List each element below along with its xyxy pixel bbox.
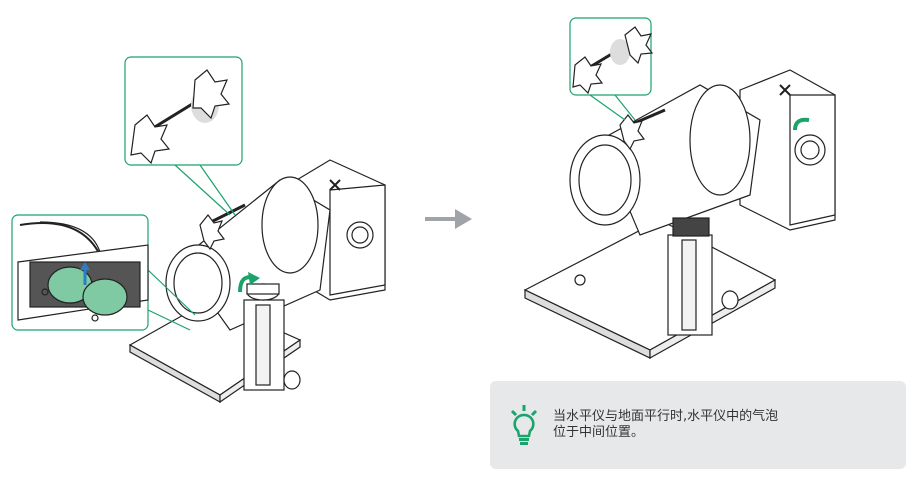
tip-line-1: 当水平仪与地面平行时,水平仪中的气泡 <box>553 409 779 424</box>
before-leveling-illustration <box>11 56 386 404</box>
arrow-right-icon <box>425 209 472 229</box>
after-leveling-illustration <box>523 17 836 360</box>
tip-line-2: 位于中间位置。 <box>553 425 645 440</box>
tip-text: 当水平仪与地面平行时,水平仪中的气泡 位于中间位置。 <box>553 409 778 441</box>
lightbulb-icon <box>510 405 538 445</box>
tip-box: 当水平仪与地面平行时,水平仪中的气泡 位于中间位置。 <box>490 381 906 469</box>
